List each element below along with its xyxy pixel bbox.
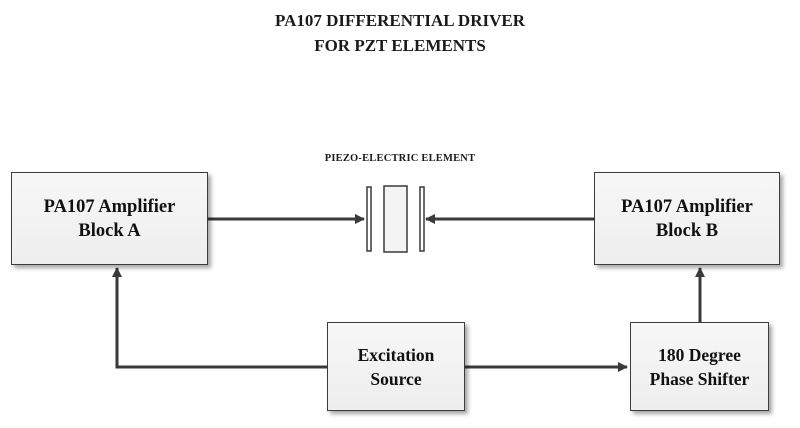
phase-shifter-line2: Phase Shifter [649,368,750,389]
arrow-excitation-to-amp-a [112,267,327,369]
piezo-element-icon [366,185,425,253]
amplifier-block-b-line2: Block B [655,220,719,241]
excitation-source-line2: Source [370,368,422,389]
diagram-title-line1: PA107 DIFFERENTIAL DRIVER [275,11,525,30]
piezo-element-label: PIEZO-ELECTRIC ELEMENT [324,153,476,164]
amplifier-block-b: PA107 Amplifier Block B [594,172,780,265]
excitation-source-block: Excitation Source [327,322,465,411]
amplifier-block-a-line1: PA107 Amplifier [43,196,176,217]
phase-shifter-line1: 180 Degree [658,344,741,365]
amplifier-block-a-line2: Block A [78,220,141,241]
phase-shifter-block: 180 Degree Phase Shifter [630,322,769,411]
diagram-title-line2: FOR PZT ELEMENTS [314,36,486,55]
amplifier-block-a: PA107 Amplifier Block A [11,172,208,265]
excitation-source-line1: Excitation [357,344,435,365]
amplifier-block-b-line1: PA107 Amplifier [621,196,753,217]
